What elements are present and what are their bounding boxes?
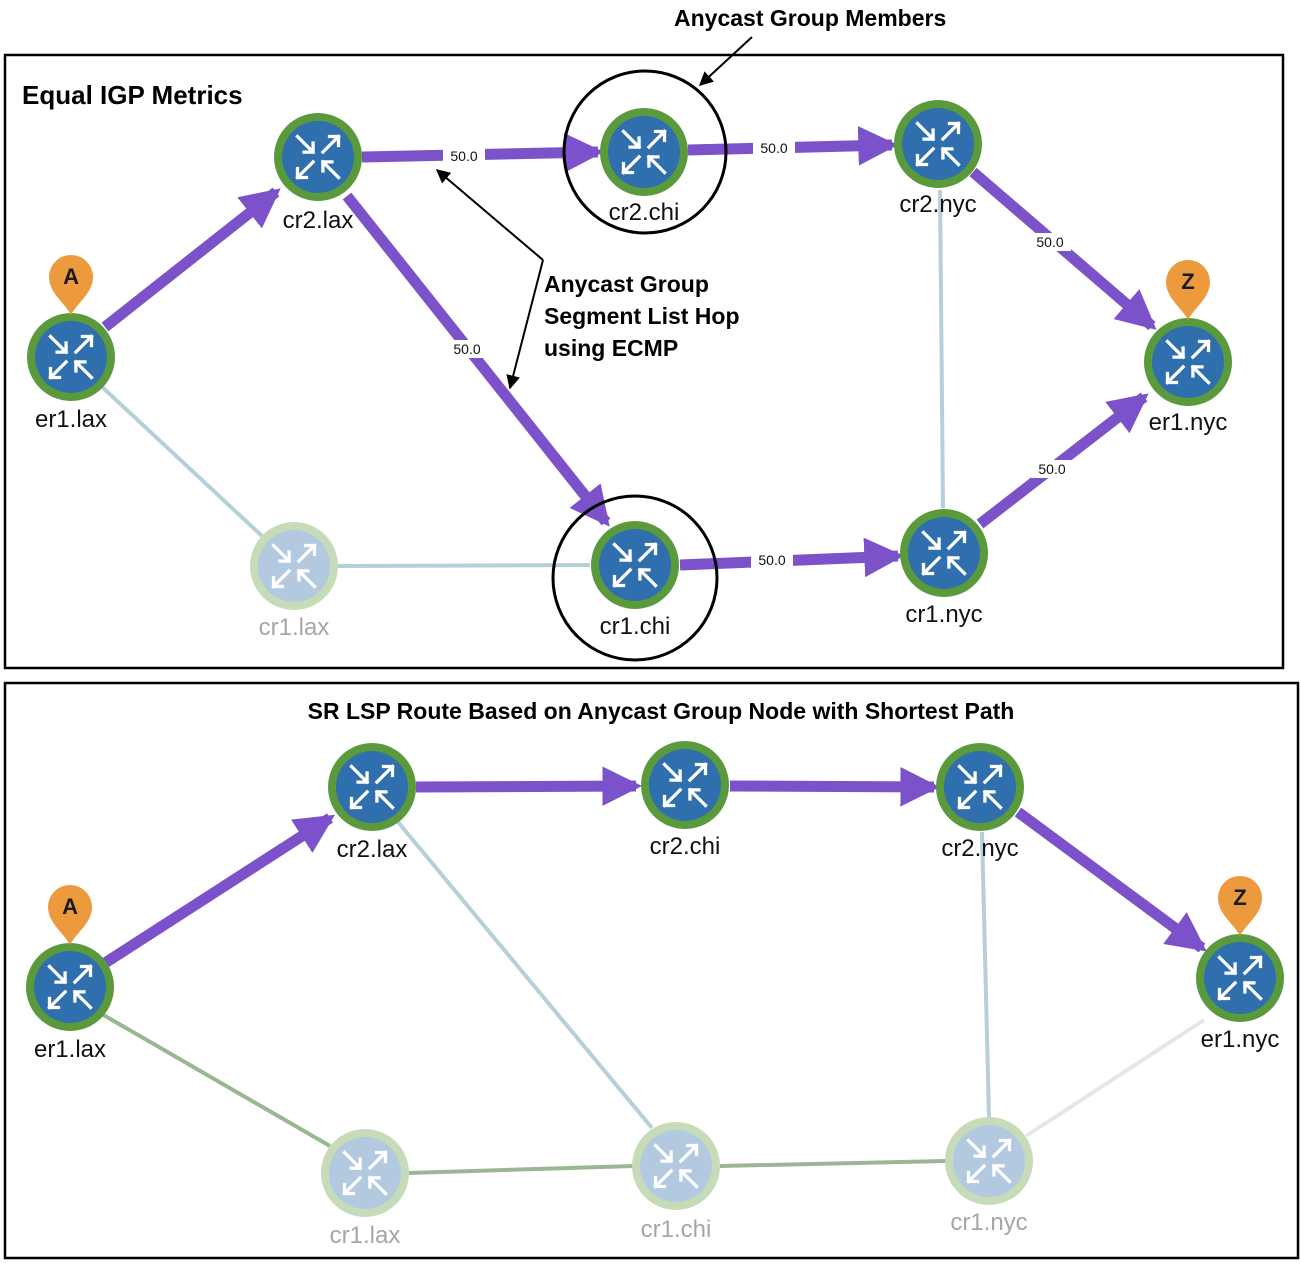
router-node-cr1lax[interactable] — [250, 522, 338, 610]
router-node-cr2nyc[interactable] — [936, 743, 1024, 831]
link-er1lax-cr1lax — [98, 1011, 332, 1148]
router-icon — [274, 113, 362, 201]
router-node-er1lax[interactable] — [26, 943, 114, 1031]
router-node-cr2chi[interactable] — [600, 108, 688, 196]
metric-label: 50.0 — [443, 147, 485, 165]
svg-text:50.0: 50.0 — [758, 552, 785, 568]
router-node-er1nyc[interactable] — [1196, 934, 1284, 1022]
source-marker-label: A — [62, 894, 78, 919]
path-cr2lax-cr2chi — [415, 766, 642, 806]
anycast-member-ring — [562, 69, 728, 235]
router-node-cr1chi[interactable] — [591, 521, 679, 609]
router-node-cr2chi[interactable] — [641, 741, 729, 829]
router-icon — [1196, 934, 1284, 1022]
node-label: er1.lax — [35, 406, 107, 433]
router-node-er1lax[interactable] — [27, 313, 115, 401]
node-label: cr1.chi — [600, 613, 671, 640]
svg-text:50.0: 50.0 — [453, 341, 480, 357]
router-icon — [26, 943, 114, 1031]
link-cr2nyc-cr1nyc — [938, 189, 945, 509]
link-cr1nyc-er1nyc — [1024, 1018, 1206, 1138]
node-label: cr2.lax — [337, 836, 408, 863]
link-cr1chi-cr1nyc — [719, 1159, 947, 1168]
metric-label: 50.0 — [753, 139, 795, 157]
svg-text:50.0: 50.0 — [1036, 234, 1063, 250]
node-label: cr1.chi — [641, 1216, 712, 1243]
svg-text:50.0: 50.0 — [1038, 461, 1065, 477]
destination-marker-label: Z — [1233, 885, 1246, 910]
router-icon — [600, 108, 688, 196]
metric-label: 50.0 — [751, 551, 793, 569]
node-label: er1.nyc — [1149, 409, 1228, 436]
node-label: er1.lax — [34, 1036, 106, 1063]
node-label: er1.nyc — [1201, 1026, 1280, 1053]
source-marker-label: A — [63, 264, 79, 289]
router-node-cr1nyc[interactable] — [900, 509, 988, 597]
link-cr2lax-cr1chi — [396, 820, 654, 1130]
router-node-er1nyc[interactable] — [1144, 318, 1232, 406]
link-cr2nyc-cr1nyc — [980, 831, 991, 1119]
router-icon — [591, 521, 679, 609]
router-node-cr2nyc[interactable] — [894, 100, 982, 188]
node-label: cr1.nyc — [950, 1209, 1027, 1236]
panel-equal-igp: Equal IGP Metrics 50.0 50.0 50.0 50.0 — [3, 5, 1285, 670]
panel-frame — [3, 53, 1285, 670]
annotation-segment-hop: Anycast Group — [544, 271, 709, 297]
router-node-cr1lax[interactable] — [321, 1129, 409, 1217]
node-label: cr2.chi — [609, 199, 680, 226]
map-pin-icon: Z — [1166, 260, 1210, 320]
node-label: cr1.lax — [330, 1222, 401, 1249]
router-node-cr1nyc[interactable] — [945, 1117, 1033, 1205]
link-er1lax-cr1lax — [98, 383, 264, 538]
map-pin-icon: A — [49, 255, 93, 315]
router-icon — [900, 509, 988, 597]
router-icon — [321, 1129, 409, 1217]
node-label: cr2.lax — [283, 207, 354, 234]
path-er1lax-cr2lax — [102, 813, 335, 968]
node-label: cr2.nyc — [899, 191, 976, 218]
router-node-cr1chi[interactable] — [632, 1122, 720, 1210]
node-label: cr1.nyc — [905, 601, 982, 628]
node-label: cr2.nyc — [941, 835, 1018, 862]
panel-frame — [3, 681, 1300, 1260]
annotation-arrow — [698, 36, 753, 86]
router-icon — [936, 743, 1024, 831]
panel-title: Equal IGP Metrics — [22, 80, 243, 110]
panel-title: SR LSP Route Based on Anycast Group Node… — [308, 698, 1015, 724]
router-node-cr2lax[interactable] — [328, 743, 416, 831]
destination-marker-label: Z — [1181, 269, 1194, 294]
router-icon — [945, 1117, 1033, 1205]
panel-sr-lsp-route: SR LSP Route Based on Anycast Group Node… — [3, 681, 1300, 1260]
path-cr2nyc-er1nyc — [1014, 807, 1207, 953]
map-pin-icon: A — [48, 885, 92, 945]
svg-text:50.0: 50.0 — [450, 148, 477, 164]
node-label: cr2.chi — [650, 833, 721, 860]
router-icon — [250, 522, 338, 610]
anycast-member-ring — [551, 494, 719, 662]
router-icon — [641, 741, 729, 829]
annotation-arrow — [506, 259, 544, 390]
annotation-segment-hop: Segment List Hop — [544, 303, 740, 329]
router-icon — [27, 313, 115, 401]
metric-label: 50.0 — [1029, 233, 1071, 251]
path-cr2lax-cr1chi — [342, 192, 611, 527]
metric-label: 50.0 — [446, 340, 488, 358]
router-node-cr2lax[interactable] — [274, 113, 362, 201]
link-cr1lax-cr1chi — [337, 563, 591, 568]
map-pin-icon: Z — [1218, 876, 1262, 936]
router-icon — [632, 1122, 720, 1210]
metric-label: 50.0 — [1031, 460, 1073, 478]
router-icon — [1144, 318, 1232, 406]
node-label: cr1.lax — [259, 614, 330, 641]
annotation-arrow — [435, 169, 544, 261]
svg-text:50.0: 50.0 — [760, 140, 787, 156]
router-icon — [894, 100, 982, 188]
link-cr1lax-cr1chi — [407, 1164, 635, 1175]
annotation-anycast-members: Anycast Group Members — [674, 5, 946, 31]
router-icon — [328, 743, 416, 831]
path-er1lax-cr2lax — [101, 187, 281, 332]
annotation-segment-hop: using ECMP — [544, 335, 678, 361]
path-cr2chi-cr2nyc — [729, 767, 940, 807]
